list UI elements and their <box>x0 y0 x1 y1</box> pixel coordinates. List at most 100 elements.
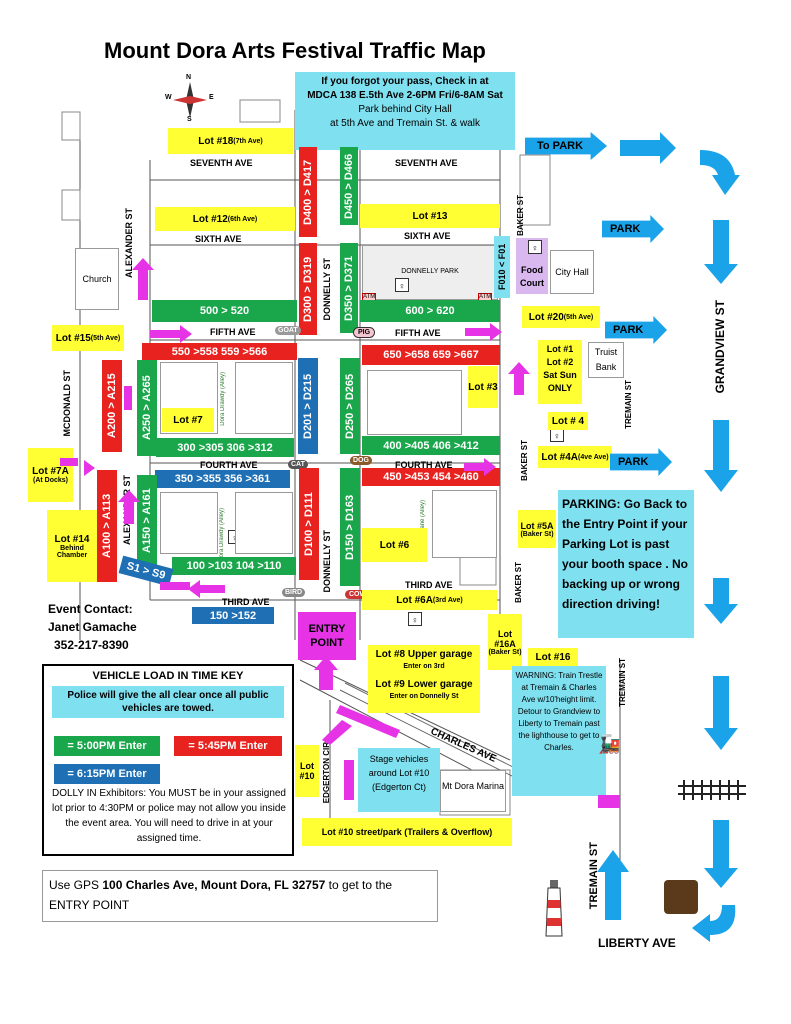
block <box>235 492 293 554</box>
pig-icon: PIG <box>353 327 376 338</box>
band-r650: 650 >658 659 >667 <box>362 345 500 365</box>
street-liberty: LIBERTY AVE <box>598 936 676 950</box>
street-seventh-ave-right: SEVENTH AVE <box>395 158 458 168</box>
bird-icon: BIRD <box>282 588 306 597</box>
restroom-icon: ♀ <box>395 278 409 292</box>
band-d250: D250 > D265 <box>340 358 360 454</box>
band-d300: D300 > D319 <box>299 243 317 335</box>
entry-point: ENTRY POINT <box>298 612 356 660</box>
band-d450: D450 > D466 <box>340 147 358 225</box>
restroom-icon: ♀ <box>408 612 422 626</box>
band-a150: A150 > A161 <box>137 475 157 567</box>
compass-n: N <box>186 74 192 81</box>
key-title: VEHICLE LOAD IN TIME KEY <box>92 670 244 682</box>
street-sixth-ave-right: SIXTH AVE <box>404 231 451 241</box>
lot-15: Lot #15(5th Ave) <box>52 325 124 351</box>
band-d350: D350 > D371 <box>340 243 358 333</box>
pass-line-3: Park behind City Hall <box>358 104 452 115</box>
lot-1-2: Lot #1 Lot #2 Sat Sun ONLY <box>538 340 582 404</box>
alley-dora-drawdy: Dora Drawdy (Alley) <box>220 372 226 426</box>
key-police: Police will give the all clear once all … <box>52 686 284 718</box>
compass-w: W <box>165 94 172 101</box>
key-green: = 5:00PM Enter <box>54 736 160 756</box>
band-g500: 500 > 520 <box>152 300 297 322</box>
band-d150: D150 > D163 <box>340 468 360 586</box>
lot-6: Lot #6 <box>362 528 427 562</box>
street-fourth-ave-right: FOURTH AVE <box>395 460 453 470</box>
band-g400: 400 >405 406 >412 <box>362 436 500 455</box>
lot-7: Lot #7 <box>162 408 214 432</box>
contact-phone: 352-217-8390 <box>54 638 129 652</box>
street-tremain-2: TREMAIN ST <box>618 658 627 707</box>
parking-note: PARKING: Go Back to the Entry Point if y… <box>558 490 694 638</box>
band-g600: 600 > 620 <box>360 300 500 322</box>
street-donnelly-lower: DONNELLY ST <box>322 530 332 593</box>
band-b350: 350 >355 356 >361 <box>155 470 290 488</box>
contact-name: Janet Gamache <box>48 620 137 634</box>
street-fifth-ave-right: FIFTH AVE <box>395 328 441 338</box>
band-b150: 150 >152 <box>192 607 274 624</box>
lot-12: Lot #12(6th Ave) <box>155 207 295 231</box>
band-g300: 300 >305 306 >312 <box>156 438 294 457</box>
street-sixth-ave-left: SIXTH AVE <box>195 234 242 244</box>
compass-s: S <box>187 116 192 123</box>
pass-line-2: MDCA 138 E.5th Ave 2-6PM Fri/6-8AM Sat <box>307 90 503 101</box>
goat-icon: GOAT <box>275 326 301 335</box>
lot-7a: Lot #7A(At Docks) <box>28 448 73 502</box>
street-alexander-lower: ALEXANDER ST <box>122 475 132 546</box>
lot-6a: Lot #6A(3rd Ave) <box>362 590 497 610</box>
lot-13: Lot #13 <box>360 204 500 228</box>
key-dolly: DOLLY IN Exhibitors: You MUST be in your… <box>51 788 286 844</box>
block <box>235 362 293 434</box>
vehicle-key: VEHICLE LOAD IN TIME KEY Police will giv… <box>42 664 294 856</box>
band-r550: 550 >558 559 >566 <box>142 343 297 360</box>
event-contact: Event Contact: Janet Gamache 352-217-839… <box>48 600 137 654</box>
street-baker-2: BAKER ST <box>520 440 529 481</box>
compass-e: E <box>209 94 214 101</box>
band-d201: D201 > D215 <box>298 358 318 454</box>
map-title: Mount Dora Arts Festival Traffic Map <box>104 38 486 63</box>
key-red: = 5:45PM Enter <box>174 736 282 756</box>
pass-line-4: at 5th Ave and Tremain St. & walk <box>330 118 480 129</box>
lot-4a: Lot #4A(4ve Ave) <box>538 446 612 468</box>
playground-icon <box>664 880 698 914</box>
street-third-ave-right: THIRD AVE <box>405 580 453 590</box>
contact-label: Event Contact: <box>48 602 133 616</box>
cow-icon: COW <box>345 590 371 599</box>
alley-dora-drawdy: Dora Drawdy (Alley) <box>219 508 225 562</box>
lot-16: Lot #16 <box>528 648 578 666</box>
restroom-icon: ♀ <box>550 428 564 442</box>
street-baker-3: BAKER ST <box>514 562 523 603</box>
stage-note: Stage vehicles around Lot #10 (Edgerton … <box>358 748 440 812</box>
truist-bank: Truist Bank <box>588 342 624 378</box>
band-f010: F010 < F01 <box>494 236 510 298</box>
band-g100: 100 >103 104 >110 <box>172 557 296 575</box>
lot-20: Lot #20(5th Ave) <box>522 306 600 328</box>
lighthouse-icon <box>540 878 568 938</box>
street-alexander-upper: ALEXANDER ST <box>124 208 134 279</box>
lot-16a: Lot #16A(Baker St) <box>488 614 522 670</box>
key-blue: = 6:15PM Enter <box>54 764 160 784</box>
restroom-icon: ♀ <box>528 240 542 254</box>
lot-3: Lot #3 <box>468 366 498 408</box>
street-edgerton: EDGERTON CIR <box>322 742 331 804</box>
warning-note: WARNING: Train Trestle at Tremain & Char… <box>512 666 606 796</box>
band-a250: A250 > A265 <box>137 360 157 456</box>
block <box>160 492 218 554</box>
lot-8-9: Lot #8 Upper garage Enter on 3rd Lot #9 … <box>368 645 480 713</box>
compass-rose-icon: N S W E <box>165 74 215 124</box>
band-d400: D400 > D417 <box>299 147 317 237</box>
lot-5a: Lot #5A(Baker St) <box>518 510 556 548</box>
street-fifth-ave-left: FIFTH AVE <box>210 327 256 337</box>
band-d100: D100 > D111 <box>299 468 319 580</box>
street-mcdonald: MCDONALD ST <box>62 370 72 437</box>
gps-box: Use GPS 100 Charles Ave, Mount Dora, FL … <box>42 870 438 922</box>
block <box>432 490 497 558</box>
marina: Mt Dora Marina <box>440 770 506 812</box>
church: Church <box>75 248 119 310</box>
street-baker-1: BAKER ST <box>516 195 525 236</box>
street-tremain-3: TREMAIN ST <box>588 842 600 910</box>
street-grandview: GRANDVIEW ST <box>713 300 727 394</box>
